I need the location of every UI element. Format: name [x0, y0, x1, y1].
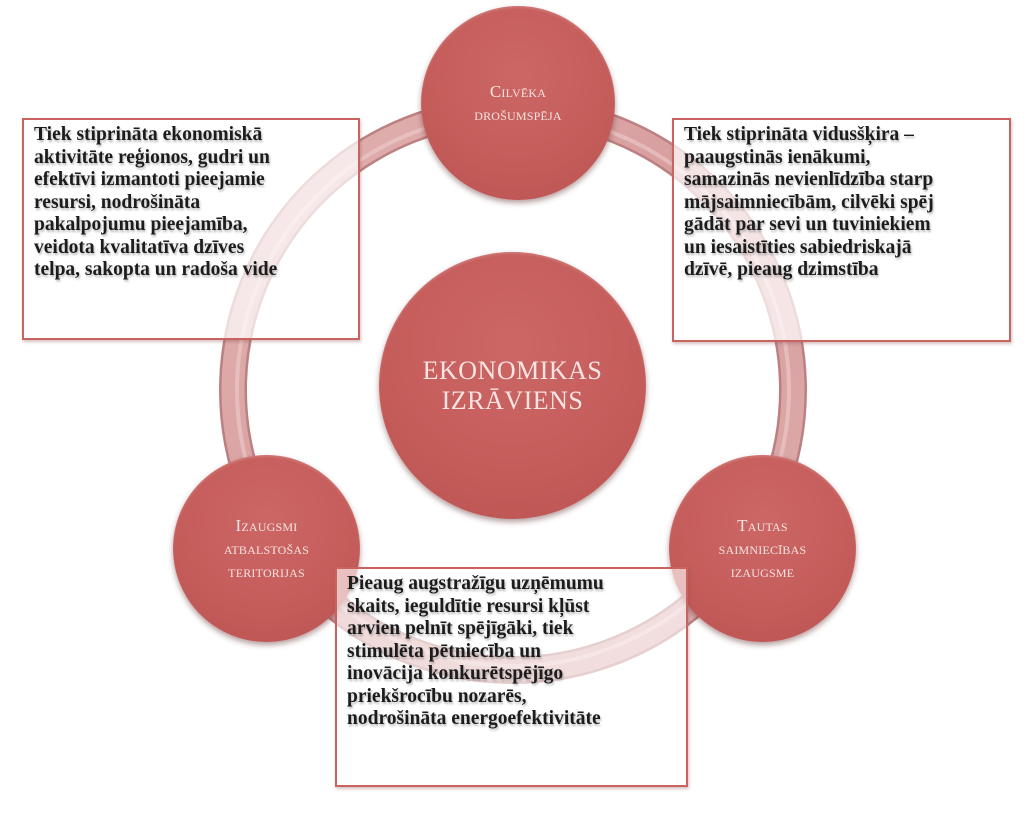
textbox-line: gādāt par sevi un tuviniekiem: [684, 214, 931, 235]
textbox-line: arvien pelnīt spējīgāki, tiek: [347, 618, 574, 639]
textbox-line: priekšrocību nozarēs,: [347, 685, 527, 707]
node-label: Cilvēka drošumspēja: [474, 82, 562, 124]
node-label: Izaugsmi atbalstošas teritorijas: [223, 516, 310, 581]
textbox-line: aktivitāte reģionos, gudri un: [34, 146, 270, 168]
textbox-line: telpa, sakopta un radoša vide: [34, 259, 278, 280]
node-growth-territories: Izaugsmi atbalstošas teritorijas: [173, 455, 360, 642]
textbox-line: pakalpojumu pieejamība,: [34, 214, 248, 235]
node-economic-breakthrough: EKONOMIKAS IZRĀVIENS: [379, 252, 646, 519]
textbox-line: samazinās nevienlīdzība starp: [684, 169, 934, 190]
textbox-line: mājsaimniecībām, cilvēki spēj: [684, 191, 934, 213]
textbox-line: un iesaistīties sabiedriskajā: [684, 236, 912, 258]
textbox-line: stimulēta pētniecība un: [347, 640, 541, 662]
textbox-productive-enterprises: Pieaug augstražīgu uzņēmumu skaits, iegu…: [335, 567, 688, 787]
textbox-line: inovācija konkurētspējīgo: [347, 663, 564, 684]
textbox-regional-activity: Tiek stiprināta ekonomiskā aktivitāte re…: [22, 118, 360, 340]
textbox-line: Tiek stiprināta vidusšķira –: [684, 124, 914, 145]
textbox-line: efektīvi izmantoti pieejamie: [34, 169, 265, 190]
textbox-line: Tiek stiprināta ekonomiskā: [34, 124, 263, 145]
textbox-line: resursi, nodrošināta: [34, 191, 201, 213]
node-economy-growth: Tautas saimniecības izaugsme: [669, 455, 856, 642]
textbox-line: skaits, ieguldītie resursi kļūst: [347, 595, 590, 617]
textbox-line: nodrošināta energoefektivitāte: [347, 708, 601, 729]
textbox-middle-class: Tiek stiprināta vidusšķira – paaugstinās…: [672, 118, 1011, 342]
textbox-line: paaugstinās ienākumi,: [684, 146, 871, 168]
textbox-line: veidota kvalitatīva dzīves: [34, 236, 245, 258]
textbox-line: dzīvē, pieaug dzimstība: [684, 259, 879, 280]
node-label: Tautas saimniecības izaugsme: [718, 516, 807, 581]
textbox-line: Pieaug augstražīgu uzņēmumu: [347, 573, 604, 594]
center-label: EKONOMIKAS IZRĀVIENS: [422, 355, 603, 415]
node-human-security: Cilvēka drošumspēja: [421, 6, 615, 200]
